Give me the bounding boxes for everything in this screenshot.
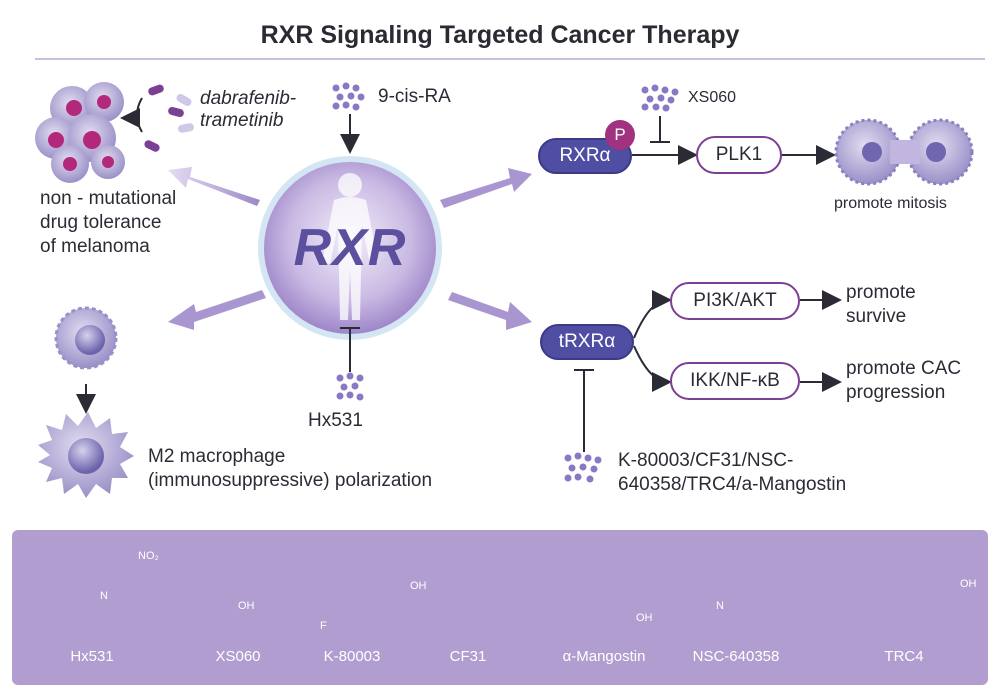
nine-cis-ra-label: 9-cis-RA [378,86,451,107]
cac-outcome-line1: promote CAC [846,358,962,379]
xs060-atom-label: OH [238,600,255,612]
arrow-to-melanoma [168,167,260,206]
m2-macrophage-cell-icon [38,412,134,498]
dabrafenib-label: dabrafenib- [200,88,297,109]
xs060-molecules-icon [641,84,679,112]
trxra-inhibitors-line2: 640358/TRC4/a-Mangostin [618,474,847,495]
hx531-label: Hx531 [308,410,363,431]
cac-outcome-line2: progression [846,382,946,403]
survive-outcome-line1: promote [846,282,916,303]
trxra-inhibitors-molecules-icon [564,452,602,483]
compound-name-mangostin: α-Mangostin [562,648,646,665]
human-silhouette-icon [322,173,378,320]
arrow-to-macrophage [168,290,266,330]
trametinib-label: trametinib [200,110,284,131]
trxra-inhibitors-line1: K-80003/CF31/NSC- [618,450,794,471]
rxr-center-label: RXR [293,219,407,277]
branch-to-ikk [633,345,672,392]
compound-name-nsc640358: NSC-640358 [692,648,780,665]
melanoma-cell-cluster-icon [35,82,125,183]
nine-cis-ra-molecules-icon [332,82,365,111]
melanoma-outcome-line3: of melanoma [40,236,150,257]
arrow-to-trxra [448,292,532,330]
trc4-atom-label: OH [960,578,977,590]
branch-to-pi3k [633,290,672,339]
compound-name-k80003: K-80003 [323,648,381,665]
hx531-molecules-icon [336,372,364,401]
mitosis-outcome: promote mitosis [834,195,947,212]
arrow-to-rxra [440,168,532,208]
k80003-atom-label: F [320,620,327,632]
melanoma-outcome-line2: drug tolerance [40,212,162,233]
monocyte-cell-icon [54,306,118,370]
drug-bracket [136,97,143,133]
hx531-atom-label: N [100,590,108,602]
trxra-node: tRXRα [540,324,634,360]
survive-outcome-line2: survive [846,306,907,327]
compound-structures-panel [12,530,988,685]
rxra-node: RXRα [538,138,632,174]
plk1-node: PLK1 [696,136,782,174]
compound-name-hx531: Hx531 [70,648,114,665]
drug-pills-icon [144,84,194,152]
compound-name-xs060: XS060 [215,648,261,665]
compound-name-trc4: TRC4 [884,648,924,665]
melanoma-outcome-line1: non - mutational [40,188,177,209]
ikk-nfkb-node: IKK/NF-κB [670,362,800,400]
dividing-cell-icon [834,118,974,186]
cf31-atom-label: OH [410,580,427,592]
page-title: RXR Signaling Targeted Cancer Therapy [260,21,740,49]
macrophage-outcome-line2: (immunosuppressive) polarization [148,470,433,491]
pi3k-akt-node: PI3K/AKT [670,282,800,320]
macrophage-outcome-line1: M2 macrophage [148,446,286,467]
compound-name-cf31: CF31 [449,648,487,665]
nsc640358-atom-label: N [716,600,724,612]
mangostin-atom-label: OH [636,612,653,624]
xs060-label: XS060 [688,89,737,106]
hx531-nitro-label: NO₂ [138,550,159,562]
phosphorylation-badge: P [605,120,635,150]
